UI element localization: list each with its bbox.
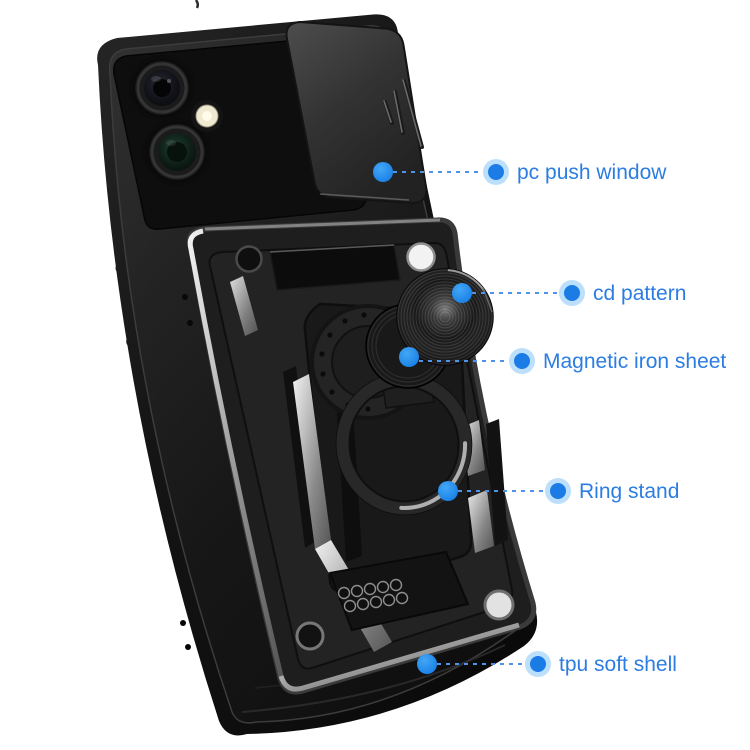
corner-screws [235,242,515,651]
callout-ring-stand: Ring stand [438,478,679,504]
callout-marker-icon [483,159,509,185]
callout-dashed-line [458,490,545,492]
callout-dashed-line [419,360,509,362]
callout-label: tpu soft shell [559,652,677,676]
camera-lens-main [129,55,195,121]
callout-cd-pattern: cd pattern [452,280,686,306]
callout-label: Ring stand [579,479,680,503]
callout-label: pc push window [517,160,667,184]
camera-flash [191,100,223,132]
callout-magnetic-iron-sheet: Magnetic iron sheet [399,347,727,374]
callout-label: cd pattern [593,281,687,305]
cropped-text-artifact [194,0,200,9]
screw-top-right [406,242,436,272]
callout-anchor-dot-icon [417,654,437,674]
callout-dashed-line [472,292,559,294]
callout-label: Magnetic iron sheet [543,349,727,373]
cover-grip-ridges [383,79,424,149]
callout-anchor-dot-icon [373,162,393,182]
callout-dashed-line [393,171,483,173]
callout-tpu-soft-shell: tpu soft shell [417,651,677,677]
screw-top-left [235,245,263,273]
screw-bottom-left [295,621,325,651]
callout-anchor-dot-icon [399,347,419,367]
callout-marker-icon [559,280,585,306]
callout-dashed-line [437,663,525,665]
camera-lens-secondary [143,118,211,186]
callout-marker-icon [509,348,535,374]
honeycomb-vent [328,550,470,632]
callout-marker-icon [545,478,571,504]
callout-anchor-dot-icon [452,283,472,303]
mic-holes [180,294,193,650]
callout-anchor-dot-icon [438,481,458,501]
callout-pc-push-window: pc push window [373,159,666,185]
screw-bottom-right [483,589,515,621]
push-window-cover [285,20,428,205]
callout-marker-icon [525,651,551,677]
